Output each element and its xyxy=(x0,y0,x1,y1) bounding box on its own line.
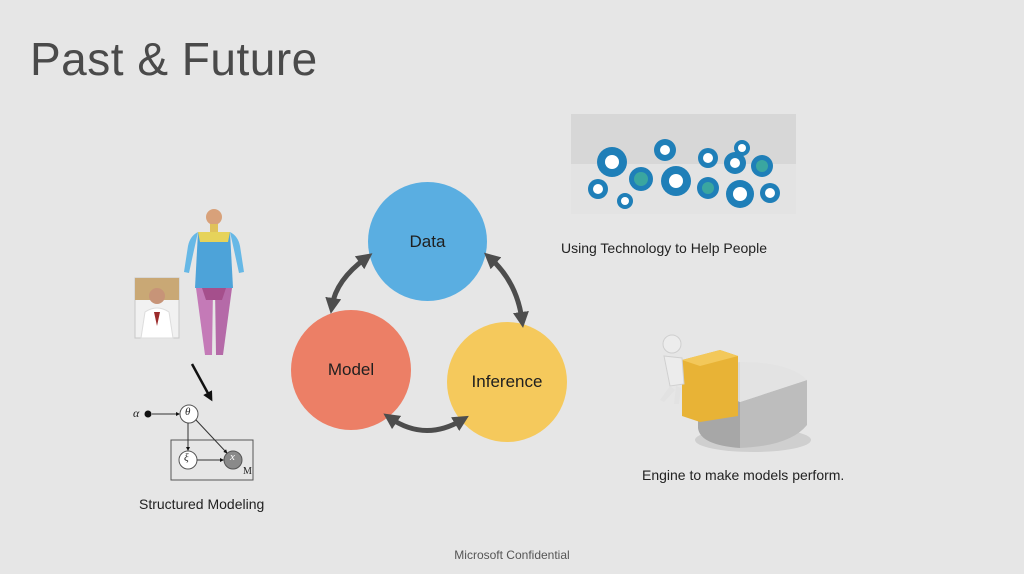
alpha-label: α xyxy=(133,406,140,420)
slide-title: Past & Future xyxy=(30,33,318,85)
technology-caption: Using Technology to Help People xyxy=(561,240,767,256)
theta-label: θ xyxy=(185,406,191,418)
model-node: Model xyxy=(291,310,411,430)
arrow-model-inference xyxy=(383,413,469,433)
footer-confidential: Microsoft Confidential xyxy=(454,548,570,562)
anatomy-figure xyxy=(184,209,244,355)
portrait-photo xyxy=(134,277,180,339)
graphical-model xyxy=(144,404,254,481)
pie-engine-illustration xyxy=(660,334,811,452)
data-node-label: Data xyxy=(409,231,446,251)
arrow-data-model xyxy=(325,253,373,314)
structured-modeling-caption: Structured Modeling xyxy=(139,496,265,512)
x-label: x xyxy=(230,451,235,463)
down-arrow xyxy=(190,363,213,402)
gears-banner xyxy=(571,114,796,214)
xi-label: ξ xyxy=(184,452,189,464)
arrow-data-inference xyxy=(484,252,529,328)
inference-node-label: Inference xyxy=(471,372,543,391)
engine-caption: Engine to make models perform. xyxy=(642,467,845,483)
data-node: Data xyxy=(368,182,487,301)
model-node-label: Model xyxy=(327,360,375,379)
plate-label: M xyxy=(243,466,252,477)
